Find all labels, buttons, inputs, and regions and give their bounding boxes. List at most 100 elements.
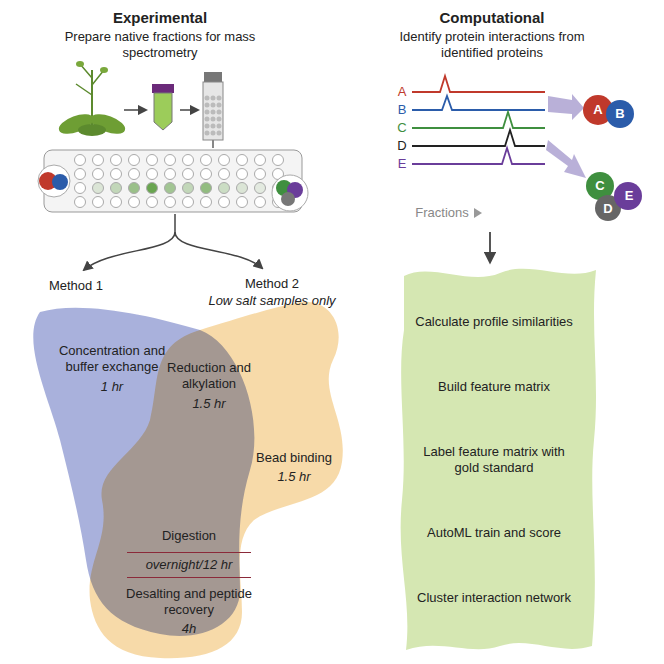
well [255,183,266,194]
well [165,197,176,208]
protein-letter: C [397,120,406,136]
well [183,169,194,180]
step-text: 1 hr [48,379,176,395]
well [165,169,176,180]
well [111,169,122,180]
label-text: Low salt samples only [208,293,335,309]
step-text: Label feature matrix with gold standard [410,444,578,476]
well [75,155,86,166]
well [237,183,248,194]
pipeline-panel: Calculate profile similaritiesBuild feat… [410,290,578,630]
step-text: AutoML train and score [410,525,578,541]
step-text: Bead binding [245,450,343,466]
well [93,183,104,194]
well [165,155,176,166]
bead [217,124,222,129]
well [183,155,194,166]
well [75,183,86,194]
step-text: Reduction and alkylation [148,360,270,392]
protein-letter: C [595,178,604,194]
label-text: Method 1 [49,278,103,294]
fat-arrow [548,94,584,120]
step-text: 1.5 hr [148,396,270,412]
step-text: Desalting and peptide recovery [113,586,265,618]
bead [217,96,222,101]
tube-icon [152,84,174,130]
fat-arrow [546,140,586,178]
bead [217,117,222,122]
bead [211,96,216,101]
protein-letter: D [397,138,406,154]
bead [211,131,216,136]
well [93,169,104,180]
label-text: Method 2 [245,276,299,292]
bead [205,117,210,122]
well [273,155,284,166]
protein-letter: B [615,106,624,122]
bead [211,124,216,129]
well [219,183,230,194]
step-text: overnight/12 hr [127,552,251,578]
well [93,197,104,208]
bead [205,124,210,129]
well [129,183,140,194]
column-heading: Computational [440,10,545,26]
well-plate [44,150,302,212]
well [75,197,86,208]
protein-letter: D [603,201,612,217]
complex-icon-cde [586,172,642,221]
well [165,183,176,194]
protein-letter: B [398,102,407,118]
bead [205,96,210,101]
step-text: Digestion [113,528,265,544]
bead [205,103,210,108]
well [111,183,122,194]
well [201,169,212,180]
well [237,197,248,208]
method-step: Concentration and buffer exchange 1 hr [48,343,176,395]
well [147,197,158,208]
column-icon [203,72,223,148]
protein-letter: E [625,188,634,204]
step-text: Build feature matrix [410,379,578,395]
step-text: 4h [113,621,265,637]
complex-icon-ab [583,95,634,128]
well [201,197,212,208]
bead [205,131,210,136]
step-text: Concentration and buffer exchange [48,343,176,375]
bead [217,131,222,136]
plant-icon [56,61,127,138]
step-text: Cluster interaction network [410,590,578,606]
protein-letter: E [398,156,407,172]
bead [211,103,216,108]
well [111,155,122,166]
bead [205,110,210,115]
method-step: Digestion overnight/12 hr Desalting and pe… [113,528,265,637]
well [183,197,194,208]
well [129,197,140,208]
well [147,155,158,166]
method-step: Bead binding1.5 hr [245,450,343,485]
bead [217,110,222,115]
protein-letter: A [593,102,602,118]
well [201,183,212,194]
complex-icon-green-purple [272,175,308,211]
well [183,183,194,194]
protein-letter: A [398,84,407,100]
well [219,169,230,180]
well [237,155,248,166]
pipeline-scroll [401,269,596,650]
bead [211,117,216,122]
well [75,169,86,180]
well [237,169,248,180]
well [147,183,158,194]
elution-profiles [412,76,545,164]
well [201,155,212,166]
well [111,197,122,208]
well [219,197,230,208]
bead [211,110,216,115]
label-text: Prepare native fractions for mass spectr… [55,29,265,61]
well [255,197,266,208]
